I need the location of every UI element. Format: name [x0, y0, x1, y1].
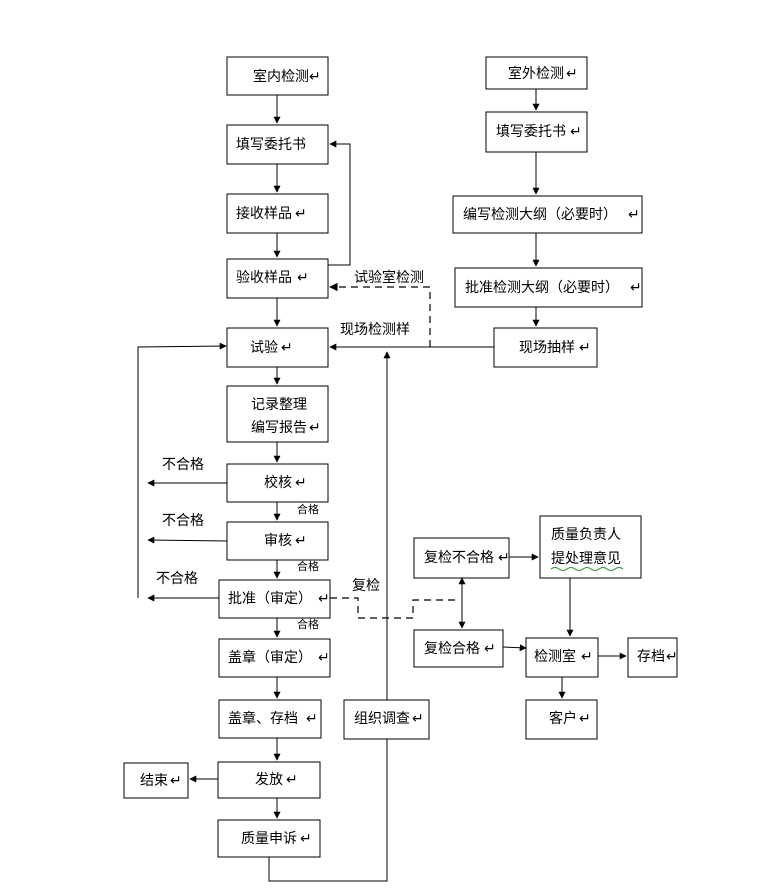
node-check: 校核 ↵: [226, 463, 329, 503]
paragraph-mark: ↵: [286, 772, 298, 788]
node-write-outline: 编写检测大纲（必要时） ↵: [452, 195, 643, 234]
paragraph-mark: ↵: [666, 649, 678, 665]
edge-label-lab-test: 试验室检测: [354, 269, 424, 286]
edge-label-review-pass: 合格: [297, 559, 319, 573]
node-quality-manager: 质量负责人 提处理意见: [539, 515, 642, 579]
paragraph-mark: ↵: [306, 711, 318, 727]
node-label: 试验: [250, 340, 278, 356]
edge-label-approve-pass: 合格: [297, 617, 319, 631]
edge-label-approve-fail: 不合格: [156, 571, 198, 587]
node-label: 校核: [264, 474, 292, 491]
node-label: 现场抽样: [519, 340, 575, 356]
arrow-recheck-pass-to-lab: [502, 644, 527, 652]
node-label: 填写委托书: [496, 124, 566, 140]
paragraph-mark: ↵: [628, 207, 640, 223]
edge-label-check-fail: 不合格: [162, 457, 204, 473]
connectors: [137, 89, 627, 882]
node-label: 室外检测: [508, 65, 564, 82]
node-label: 检测室: [534, 648, 576, 665]
node-label: 室内检测: [253, 68, 309, 85]
node-label: 组织调查: [354, 711, 410, 727]
paragraph-mark: ↵: [281, 340, 293, 356]
spellcheck-underline: [550, 567, 624, 571]
node-stamp: 盖章（审定） ↵: [218, 638, 331, 678]
node-organize-investigation: 组织调查 ↵: [343, 699, 430, 740]
node-label: 质量申诉: [241, 831, 297, 847]
node-label: 盖章（审定）: [228, 649, 312, 666]
arrow-dashed-lab-test: [329, 282, 431, 347]
node-label: 接收样品: [236, 205, 292, 222]
node-indoor-test: 室内检测 ↵: [226, 56, 329, 96]
paragraph-mark: ↵: [581, 649, 593, 665]
node-label: 复检不合格: [424, 549, 494, 566]
node-record-report: 记录整理 编写报告 ↵: [226, 385, 329, 443]
node-recheck-fail: 复检不合格 ↵: [413, 537, 510, 579]
node-label-line2: 提处理意见: [551, 550, 621, 567]
paragraph-mark: ↵: [579, 711, 591, 727]
arrow-complaint-to-test: [268, 351, 391, 882]
paragraph-mark: ↵: [295, 475, 307, 491]
node-label: 客户: [549, 710, 577, 727]
node-fill-commission-right: 填写委托书 ↵: [485, 111, 588, 153]
edge-label-recheck: 复检: [352, 577, 380, 594]
node-label: 填写委托书: [236, 137, 306, 153]
paragraph-mark: ↵: [300, 831, 312, 847]
arrow-accept-return-to-fill: [328, 140, 351, 266]
node-archive: 存档 ↵: [627, 637, 678, 678]
paragraph-mark: ↵: [498, 550, 510, 566]
node-label-line1: 记录整理: [251, 397, 307, 413]
node-quality-complaint: 质量申诉 ↵: [217, 819, 321, 858]
paragraph-mark: ↵: [412, 711, 424, 727]
node-accept-sample: 验收样品 ↵: [226, 258, 329, 299]
node-label: 编写检测大纲（必要时）: [463, 207, 617, 223]
paragraph-mark: ↵: [318, 650, 330, 666]
node-end: 结束 ↵: [123, 762, 189, 799]
node-label: 复检合格: [424, 640, 480, 657]
paragraph-mark: ↵: [579, 340, 591, 356]
paragraph-mark: ↵: [295, 533, 307, 549]
node-label: 验收样品: [236, 270, 292, 286]
dashed-recheck: [330, 597, 460, 619]
paragraph-mark: ↵: [318, 591, 330, 607]
node-fill-commission-left: 填写委托书: [226, 124, 329, 165]
node-label-line2: 编写报告: [251, 420, 307, 436]
node-label: 批准检测大纲（必要时）: [465, 280, 619, 296]
node-label: 存档: [637, 649, 665, 665]
arrow-approve-return-to-test: [137, 342, 227, 598]
node-label-line1: 质量负责人: [551, 527, 621, 543]
paragraph-mark: ↵: [566, 66, 578, 82]
arrow-review-fail: [147, 536, 228, 544]
paragraph-mark: ↵: [630, 280, 642, 296]
node-stamp-archive: 盖章、存档 ↵: [218, 699, 322, 739]
paragraph-mark: ↵: [309, 420, 321, 436]
paragraph-mark: ↵: [295, 206, 307, 222]
edge-label-review-fail: 不合格: [162, 513, 204, 529]
node-label: 结束: [140, 773, 168, 789]
paragraph-mark: ↵: [297, 270, 309, 286]
node-label: 发放: [255, 772, 283, 788]
node-label: 盖章、存档: [228, 710, 298, 727]
node-client: 客户 ↵: [525, 699, 598, 740]
node-review: 审核 ↵: [226, 521, 329, 561]
paragraph-mark: ↵: [570, 124, 582, 140]
node-outdoor-test: 室外检测 ↵: [485, 56, 588, 90]
node-receive-sample: 接收样品 ↵: [226, 193, 329, 234]
node-label: 批准（审定）: [228, 591, 312, 607]
node-recheck-pass: 复检合格 ↵: [413, 629, 504, 668]
node-approve-outline: 批准检测大纲（必要时） ↵: [454, 267, 643, 308]
node-approve-final: 批准（审定） ↵: [218, 579, 331, 619]
node-testing-room: 检测室 ↵: [525, 637, 599, 678]
paragraph-mark: ↵: [309, 69, 321, 85]
paragraph-mark: ↵: [170, 773, 182, 789]
paragraph-mark: ↵: [484, 641, 496, 657]
edge-label-check-pass: 合格: [297, 502, 319, 516]
node-test: 试验 ↵: [226, 327, 329, 368]
node-field-sampling: 现场抽样 ↵: [493, 327, 598, 368]
edge-label-field-sample: 现场检测样: [340, 322, 410, 338]
node-issue: 发放 ↵: [217, 761, 321, 799]
node-label: 审核: [264, 533, 292, 549]
